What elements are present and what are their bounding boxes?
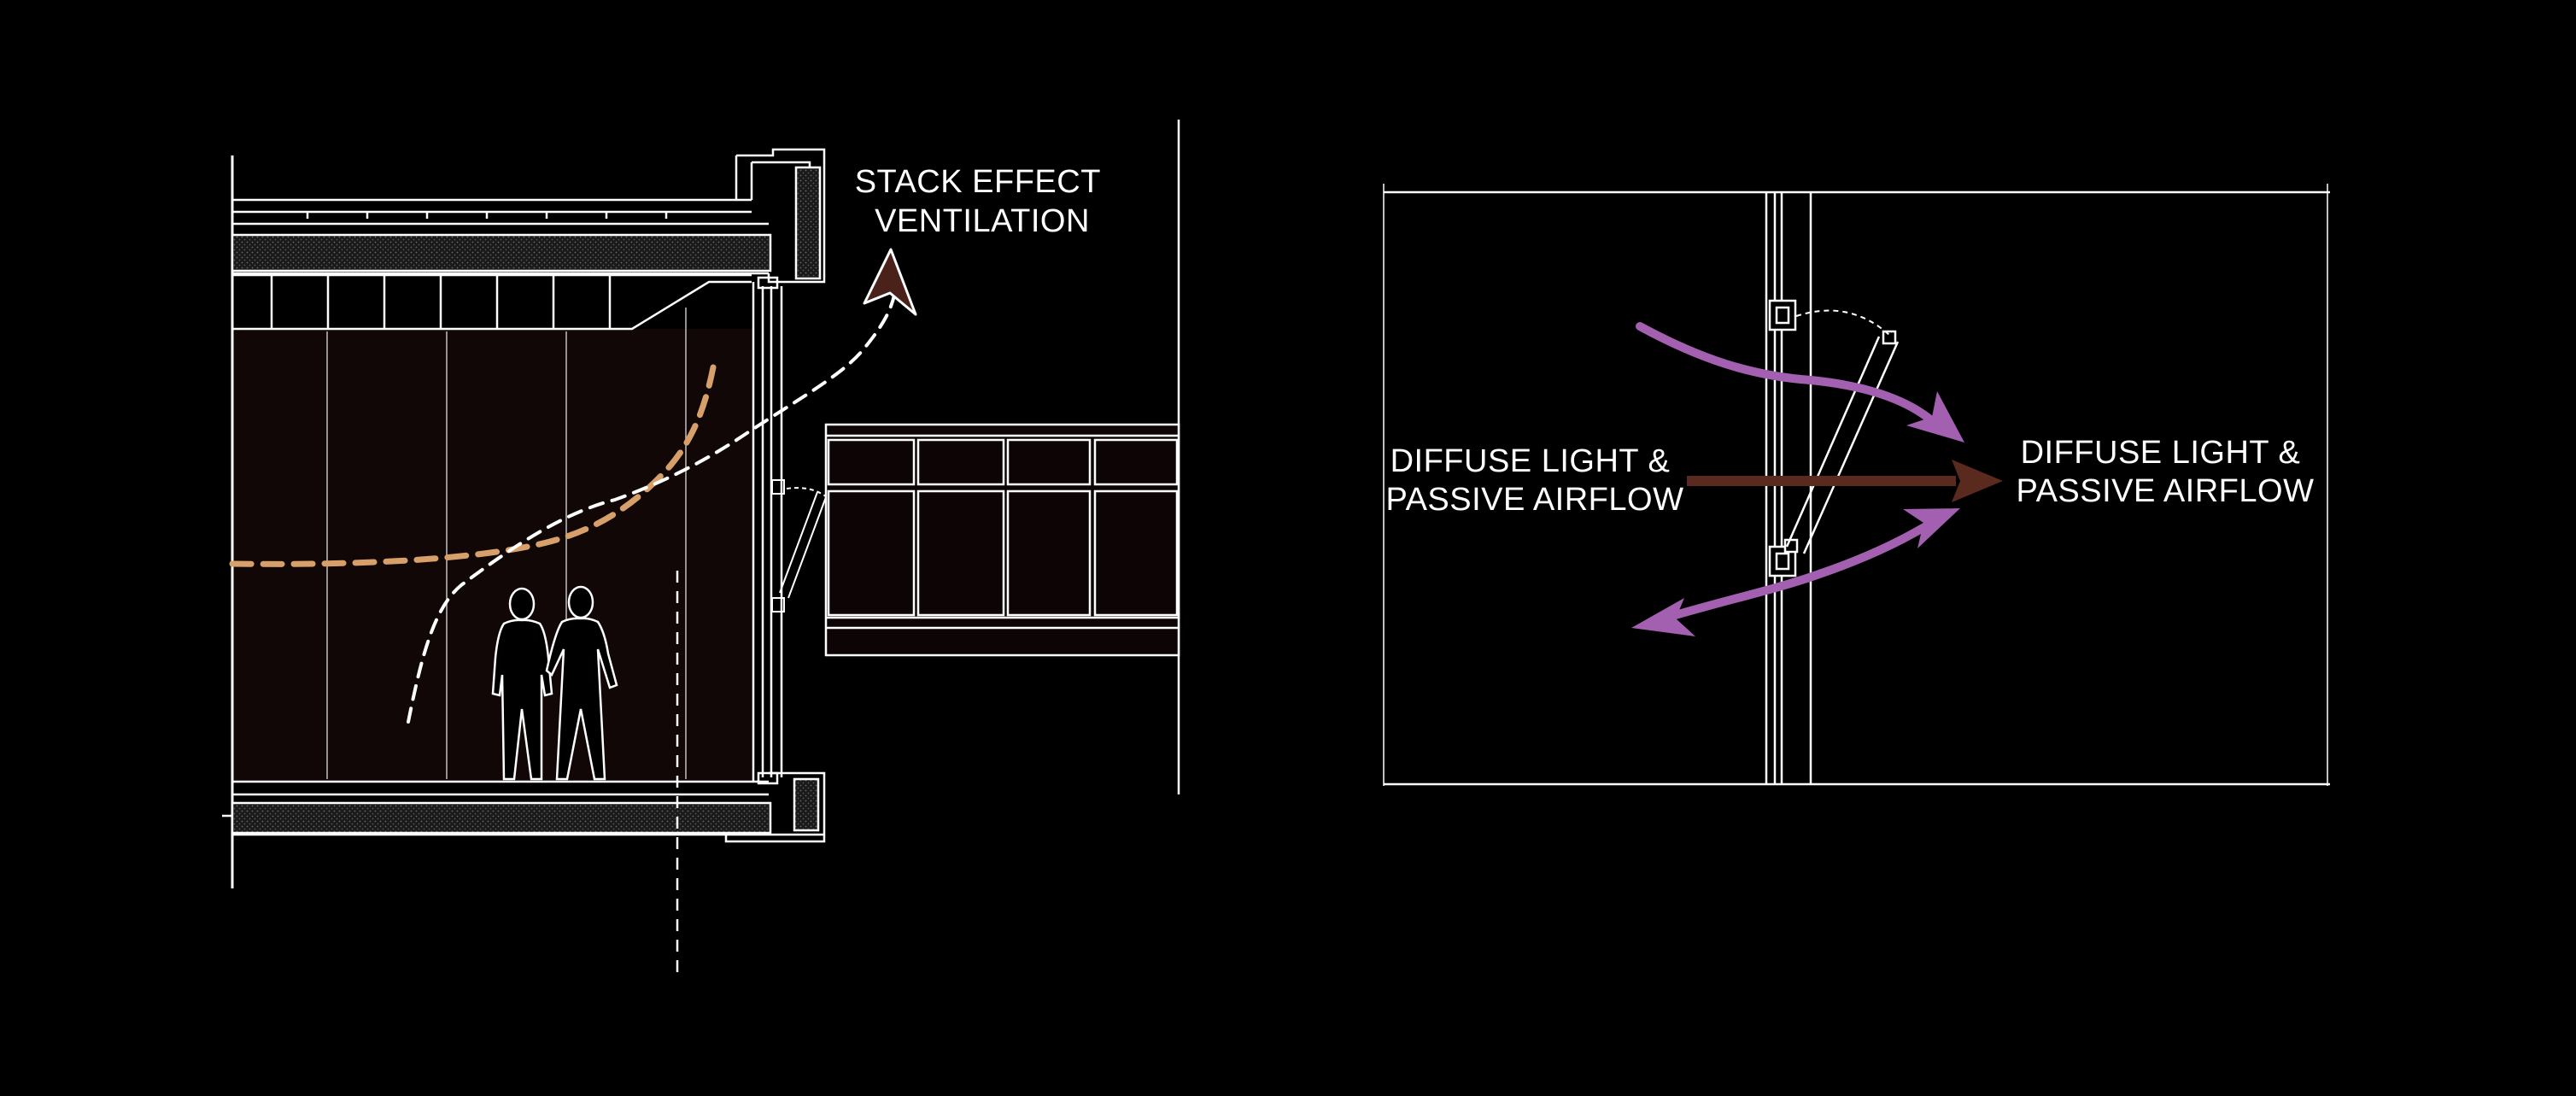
incoming-airflow-arrow (1636, 322, 1964, 443)
right-plan-label-line1: DIFFUSE LIGHT & (2021, 435, 2301, 471)
open-sash (1785, 309, 1900, 554)
window-hardware (1768, 299, 1897, 577)
person-left (491, 587, 553, 781)
people-silhouettes (491, 585, 618, 781)
clerestory-band (232, 273, 752, 331)
bidirectional-airflow-arrowhead-right-icon (1903, 508, 1960, 548)
section-diagram: STACK EFFECT VENTILATION (222, 120, 1180, 981)
stack-effect-arrow-icon (863, 248, 917, 316)
left-plan-label: DIFFUSE LIGHT & PASSIVE AIRFLOW (1386, 443, 1684, 518)
left-plan-label-line2: PASSIVE AIRFLOW (1386, 482, 1684, 518)
stack-effect-label: STACK EFFECT VENTILATION (855, 164, 1110, 239)
direct-airflow-arrowhead-icon (1952, 460, 2003, 502)
stack-effect-label-line2: VENTILATION (875, 203, 1090, 239)
operable-vent (771, 479, 828, 612)
incoming-airflow-arrowhead-icon (1906, 391, 1964, 443)
person-right (545, 585, 618, 781)
floor-slab (222, 771, 826, 843)
stack-effect-flow-curve (407, 289, 897, 724)
plan-frame (1383, 184, 2330, 786)
right-plan-label-line2: PASSIVE AIRFLOW (2017, 473, 2315, 509)
left-plan-label-line1: DIFFUSE LIGHT & (1390, 443, 1671, 479)
stack-effect-label-line1: STACK EFFECT (855, 164, 1101, 200)
right-plan-label: DIFFUSE LIGHT & PASSIVE AIRFLOW (2017, 435, 2315, 509)
roof-assembly (231, 148, 826, 284)
bidirectional-airflow-arrow (1631, 508, 1960, 636)
window-wall (752, 276, 783, 785)
daylight-flow-curve (229, 364, 717, 567)
plan-diagram: DIFFUSE LIGHT & PASSIVE AIRFLOW DIFFUSE … (1383, 184, 2330, 786)
direct-airflow-arrow (1687, 460, 2003, 502)
mullion (1765, 192, 1812, 784)
bidirectional-airflow-arrowhead-left-icon (1631, 598, 1695, 636)
adjacent-window-panel (824, 423, 1180, 657)
